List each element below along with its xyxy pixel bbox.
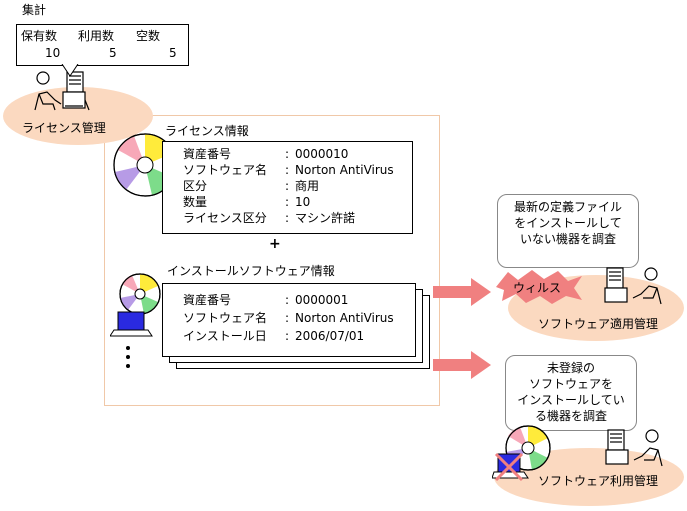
user-computer-icon <box>34 71 90 111</box>
pc-user-icon <box>604 267 662 305</box>
cd-icon-license <box>113 133 177 197</box>
main-frame <box>104 115 440 406</box>
license-row-sep: : <box>285 163 290 177</box>
summary-connector <box>61 64 79 76</box>
summary-value-1: 5 <box>109 46 117 60</box>
use-callout-line: 未登録の <box>546 361 595 375</box>
install-row-sep: : <box>285 329 290 343</box>
summary-title: 集計 <box>22 3 47 17</box>
apply-mgmt-label: ソフトウェア適用管理 <box>538 317 659 331</box>
license-row-key: ライセンス区分 <box>183 211 267 225</box>
cd-laptop-icon <box>110 273 161 368</box>
use-callout-line: インストールしてい <box>517 393 625 407</box>
install-row-key: インストール日 <box>183 329 267 343</box>
license-info-title: ライセンス情報 <box>165 124 249 138</box>
use-mgmt-callout: 未登録の ソフトウェアを インストールしてい る機器を調査 <box>505 355 637 431</box>
license-row-key: 資産番号 <box>183 147 232 161</box>
apply-mgmt-callout: 最新の定義ファイル をインストールして いない機器を調査 <box>497 194 639 268</box>
use-mgmt-label: ソフトウェア利用管理 <box>538 474 659 488</box>
license-row-value: マシン許諾 <box>295 211 356 225</box>
summary-value-0: 10 <box>45 46 61 60</box>
summary-header-1: 利用数 <box>78 29 115 43</box>
install-info-title: インストールソフトウェア情報 <box>167 264 335 278</box>
license-row-value: Norton AntiVirus <box>295 163 394 177</box>
install-row-sep: : <box>285 293 290 307</box>
apply-callout-line: いない機器を調査 <box>519 232 616 246</box>
install-row-value: Norton AntiVirus <box>295 311 394 325</box>
apply-callout-line: をインストールして <box>514 216 622 230</box>
arrow-to-apply-mgmt <box>433 278 491 306</box>
license-row-sep: : <box>285 211 290 225</box>
summary-header-0: 保有数 <box>21 29 58 43</box>
pc-user-icon <box>605 429 663 467</box>
license-row-sep: : <box>285 195 290 209</box>
apply-callout-line: 最新の定義ファイル <box>513 200 622 214</box>
use-callout-line: ソフトウェアを <box>528 377 613 391</box>
install-row-key: ソフトウェア名 <box>183 311 268 325</box>
virus-label: ウィルス <box>513 281 562 295</box>
use-callout-line: る機器を調査 <box>534 409 607 423</box>
license-mgmt-label: ライセンス管理 <box>22 121 106 135</box>
arrow-to-use-mgmt <box>433 351 491 379</box>
install-info-box: 資産番号 : 0000001 ソフトウェア名 : Norton AntiViru… <box>162 283 416 357</box>
install-row-sep: : <box>285 311 290 325</box>
license-row-sep: : <box>285 179 290 193</box>
summary-box: 保有数 利用数 空数 10 5 5 <box>16 24 189 66</box>
cd-laptop-crossed-icon <box>492 425 551 482</box>
license-row-sep: : <box>285 147 290 161</box>
license-row-key: 区分 <box>183 179 208 193</box>
install-row-key: 資産番号 <box>183 293 232 307</box>
license-row-key: ソフトウェア名 <box>183 163 268 177</box>
install-row-value: 0000001 <box>295 293 349 307</box>
license-row-key: 数量 <box>183 195 208 209</box>
license-row-value: 0000010 <box>295 147 349 161</box>
summary-value-2: 5 <box>169 46 177 60</box>
license-row-value: 10 <box>295 195 311 209</box>
license-row-value: 商用 <box>295 179 320 193</box>
plus-sign: + <box>269 236 281 252</box>
install-row-value: 2006/07/01 <box>295 329 365 343</box>
license-info-box: 資産番号 : 0000010 ソフトウェア名 : Norton AntiViru… <box>162 141 413 234</box>
virus-icon <box>496 270 582 304</box>
summary-header-2: 空数 <box>136 29 161 43</box>
